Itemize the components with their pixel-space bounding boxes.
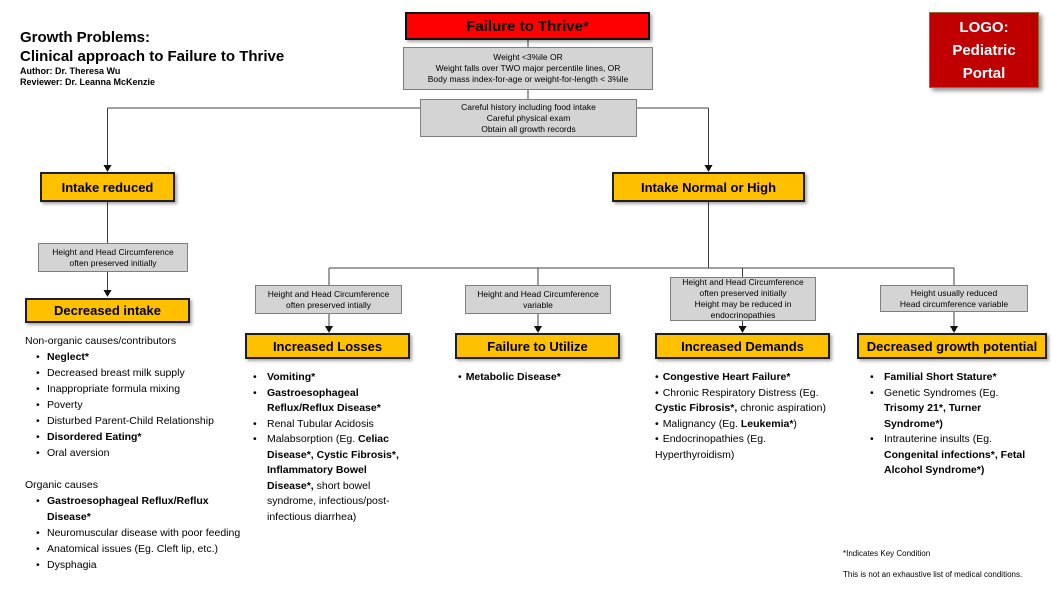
bullet-marker: • [870,433,874,445]
list-item: •Poverty [36,399,83,411]
note-line: often preserved intially [285,299,372,310]
note-line: Height and Head Circumference [682,277,804,287]
list-item: •Oral aversion [36,447,110,459]
note-line: Height and Head Circumference [477,288,599,299]
list-item: •Anatomical issues (Eg. Cleft lip, etc.) [36,543,218,555]
bullet-marker: • [36,495,40,507]
list-item: •Genetic Syndromes (Eg. Trisomy 21*, Tur… [870,386,999,430]
note-line: often preserved initially [69,257,157,268]
list-item: •Malabsorption (Eg. Celiac Disease*, Cys… [253,433,399,523]
node-decreased-growth-potential: Decreased growth potential [857,333,1047,359]
history-line: Careful history including food intake [461,101,596,112]
left-cause-list: Non-organic causes/contributors •Neglect… [25,333,242,573]
bullet-marker: • [870,371,874,383]
list-item: •Neuromuscular disease with poor feeding [36,527,241,539]
bullet-marker: • [870,386,874,399]
list-item: •Malignancy (Eg. Leukemia*) [655,417,797,430]
bullet-marker: • [655,371,659,383]
bullet-marker: • [655,417,659,430]
title-block: Growth Problems: Clinical approach to Fa… [20,28,380,88]
list-item: •Renal Tubular Acidosis [252,417,412,433]
bullet-marker: • [655,386,659,399]
list-item: •Familial Short Stature* [869,370,1041,386]
bullet-marker: • [36,447,40,459]
bullet-marker: • [36,367,40,379]
group-title-organic: Organic causes [25,479,98,491]
footnote-disclaimer: This is not an exhaustive list of medica… [843,570,1023,579]
bullet-marker: • [36,559,40,571]
list-item: •Dysphagia [36,559,97,571]
criteria-line: Body mass index-for-age or weight-for-le… [427,74,629,84]
node-weight-criteria: Weight <3%ile OR Weight falls over TWO m… [403,47,653,90]
bullet-marker: • [655,433,659,445]
increased-demands-list: •Congestive Heart Failure* •Chronic Respi… [655,370,827,463]
note-line: variable [523,299,553,310]
note-increased-demands: Height and Head Circumference often pres… [670,277,816,321]
logo-line: LOGO: [959,18,1009,36]
list-item: •Decreased breast milk supply [36,367,185,379]
logo-box: LOGO: Pediatric Portal [929,12,1039,88]
note-line: Height and Head Circumference [267,288,390,299]
list-item: •Vomiting* [252,370,412,386]
node-intake-normal-or-high: Intake Normal or High [612,172,805,202]
logo-line: Portal [962,64,1006,82]
node-careful-history: Careful history including food intake Ca… [420,99,637,137]
bullet-marker: • [36,431,40,443]
list-item: •Chronic Respiratory Distress (Eg. Cysti… [655,386,826,415]
node-failure-to-thrive: Failure to Thrive* [405,12,650,40]
list-item: •Disturbed Parent-Child Relationship [36,415,214,427]
note-line: Height usually reduced [910,287,998,298]
bullet-marker: • [253,371,257,383]
increased-losses-list: •Vomiting*•Gastroesophageal Reflux/Reflu… [252,370,412,525]
bullet-marker: • [36,527,40,539]
bullet-marker: • [253,433,257,445]
decreased-growth-potential-list: •Familial Short Stature*•Genetic Syndrom… [869,370,1041,479]
list-item: •Inappropriate formula mixing [36,383,181,395]
bullet-marker: • [458,371,462,383]
bullet-marker: • [253,417,257,430]
bullet-marker: • [36,415,40,427]
note-line: often preserved initially [699,288,787,298]
nonorganic-items: •Neglect* •Decreased breast milk supply •I… [25,349,242,461]
bullet-marker: • [253,386,257,399]
note-intake-reduced: Height and Head Circumference often pres… [38,243,188,272]
page-title: Growth Problems: [20,29,151,46]
node-increased-demands: Increased Demands [655,333,830,359]
node-decreased-intake: Decreased intake [25,298,190,323]
history-line: Obtain all growth records [481,123,576,134]
bullet-marker: • [36,383,40,395]
list-item: •Disordered Eating* [36,431,142,443]
list-item: •Gastroesophageal Reflux/Reflux Disease* [36,495,209,523]
list-item: •Endocrinopathies (Eg. Hyperthyroidism) [655,433,767,461]
node-increased-losses: Increased Losses [245,333,410,359]
bullet-marker: • [36,351,40,363]
bullet-marker: • [36,399,40,411]
note-line: Height and Head Circumference [52,246,174,257]
note-failure-to-utilize: Height and Head Circumference variable [465,285,611,314]
list-item: •Neglect* [36,351,90,363]
criteria-line: Weight falls over TWO major percentile l… [435,63,621,73]
author-line: Author: Dr. Theresa Wu [20,66,121,76]
logo-line: Pediatric [952,41,1016,59]
group-title-nonorganic: Non-organic causes/contributors [25,335,177,347]
bullet-marker: • [36,543,40,555]
note-decreased-growth-potential: Height usually reduced Head circumferenc… [880,285,1028,312]
reviewer-line: Reviewer: Dr. Leanna McKenzie [20,77,156,87]
node-intake-reduced: Intake reduced [40,172,175,202]
list-item: •Intrauterine insults (Eg. Congenital in… [870,433,1026,476]
node-failure-to-utilize: Failure to Utilize [455,333,620,359]
failure-to-utilize-list: •Metabolic Disease* [458,370,620,386]
note-line: endocrinopathies [710,310,776,320]
footnote-key-condition: *Indicates Key Condition [843,549,931,558]
note-line: Head circumference variable [899,298,1009,309]
organic-items: •Gastroesophageal Reflux/Reflux Disease*… [25,493,242,573]
note-line: Height may be reduced in [694,299,792,309]
history-line: Careful physical exam [486,112,571,123]
list-item: •Congestive Heart Failure* [655,371,791,383]
page-subtitle: Clinical approach to Failure to Thrive [20,48,285,65]
list-item: •Gastroesophageal Reflux/Reflux Disease* [253,386,381,415]
list-item: •Metabolic Disease* [458,371,561,383]
criteria-line: Weight <3%ile OR [493,52,563,62]
note-increased-losses: Height and Head Circumference often pres… [255,285,402,314]
